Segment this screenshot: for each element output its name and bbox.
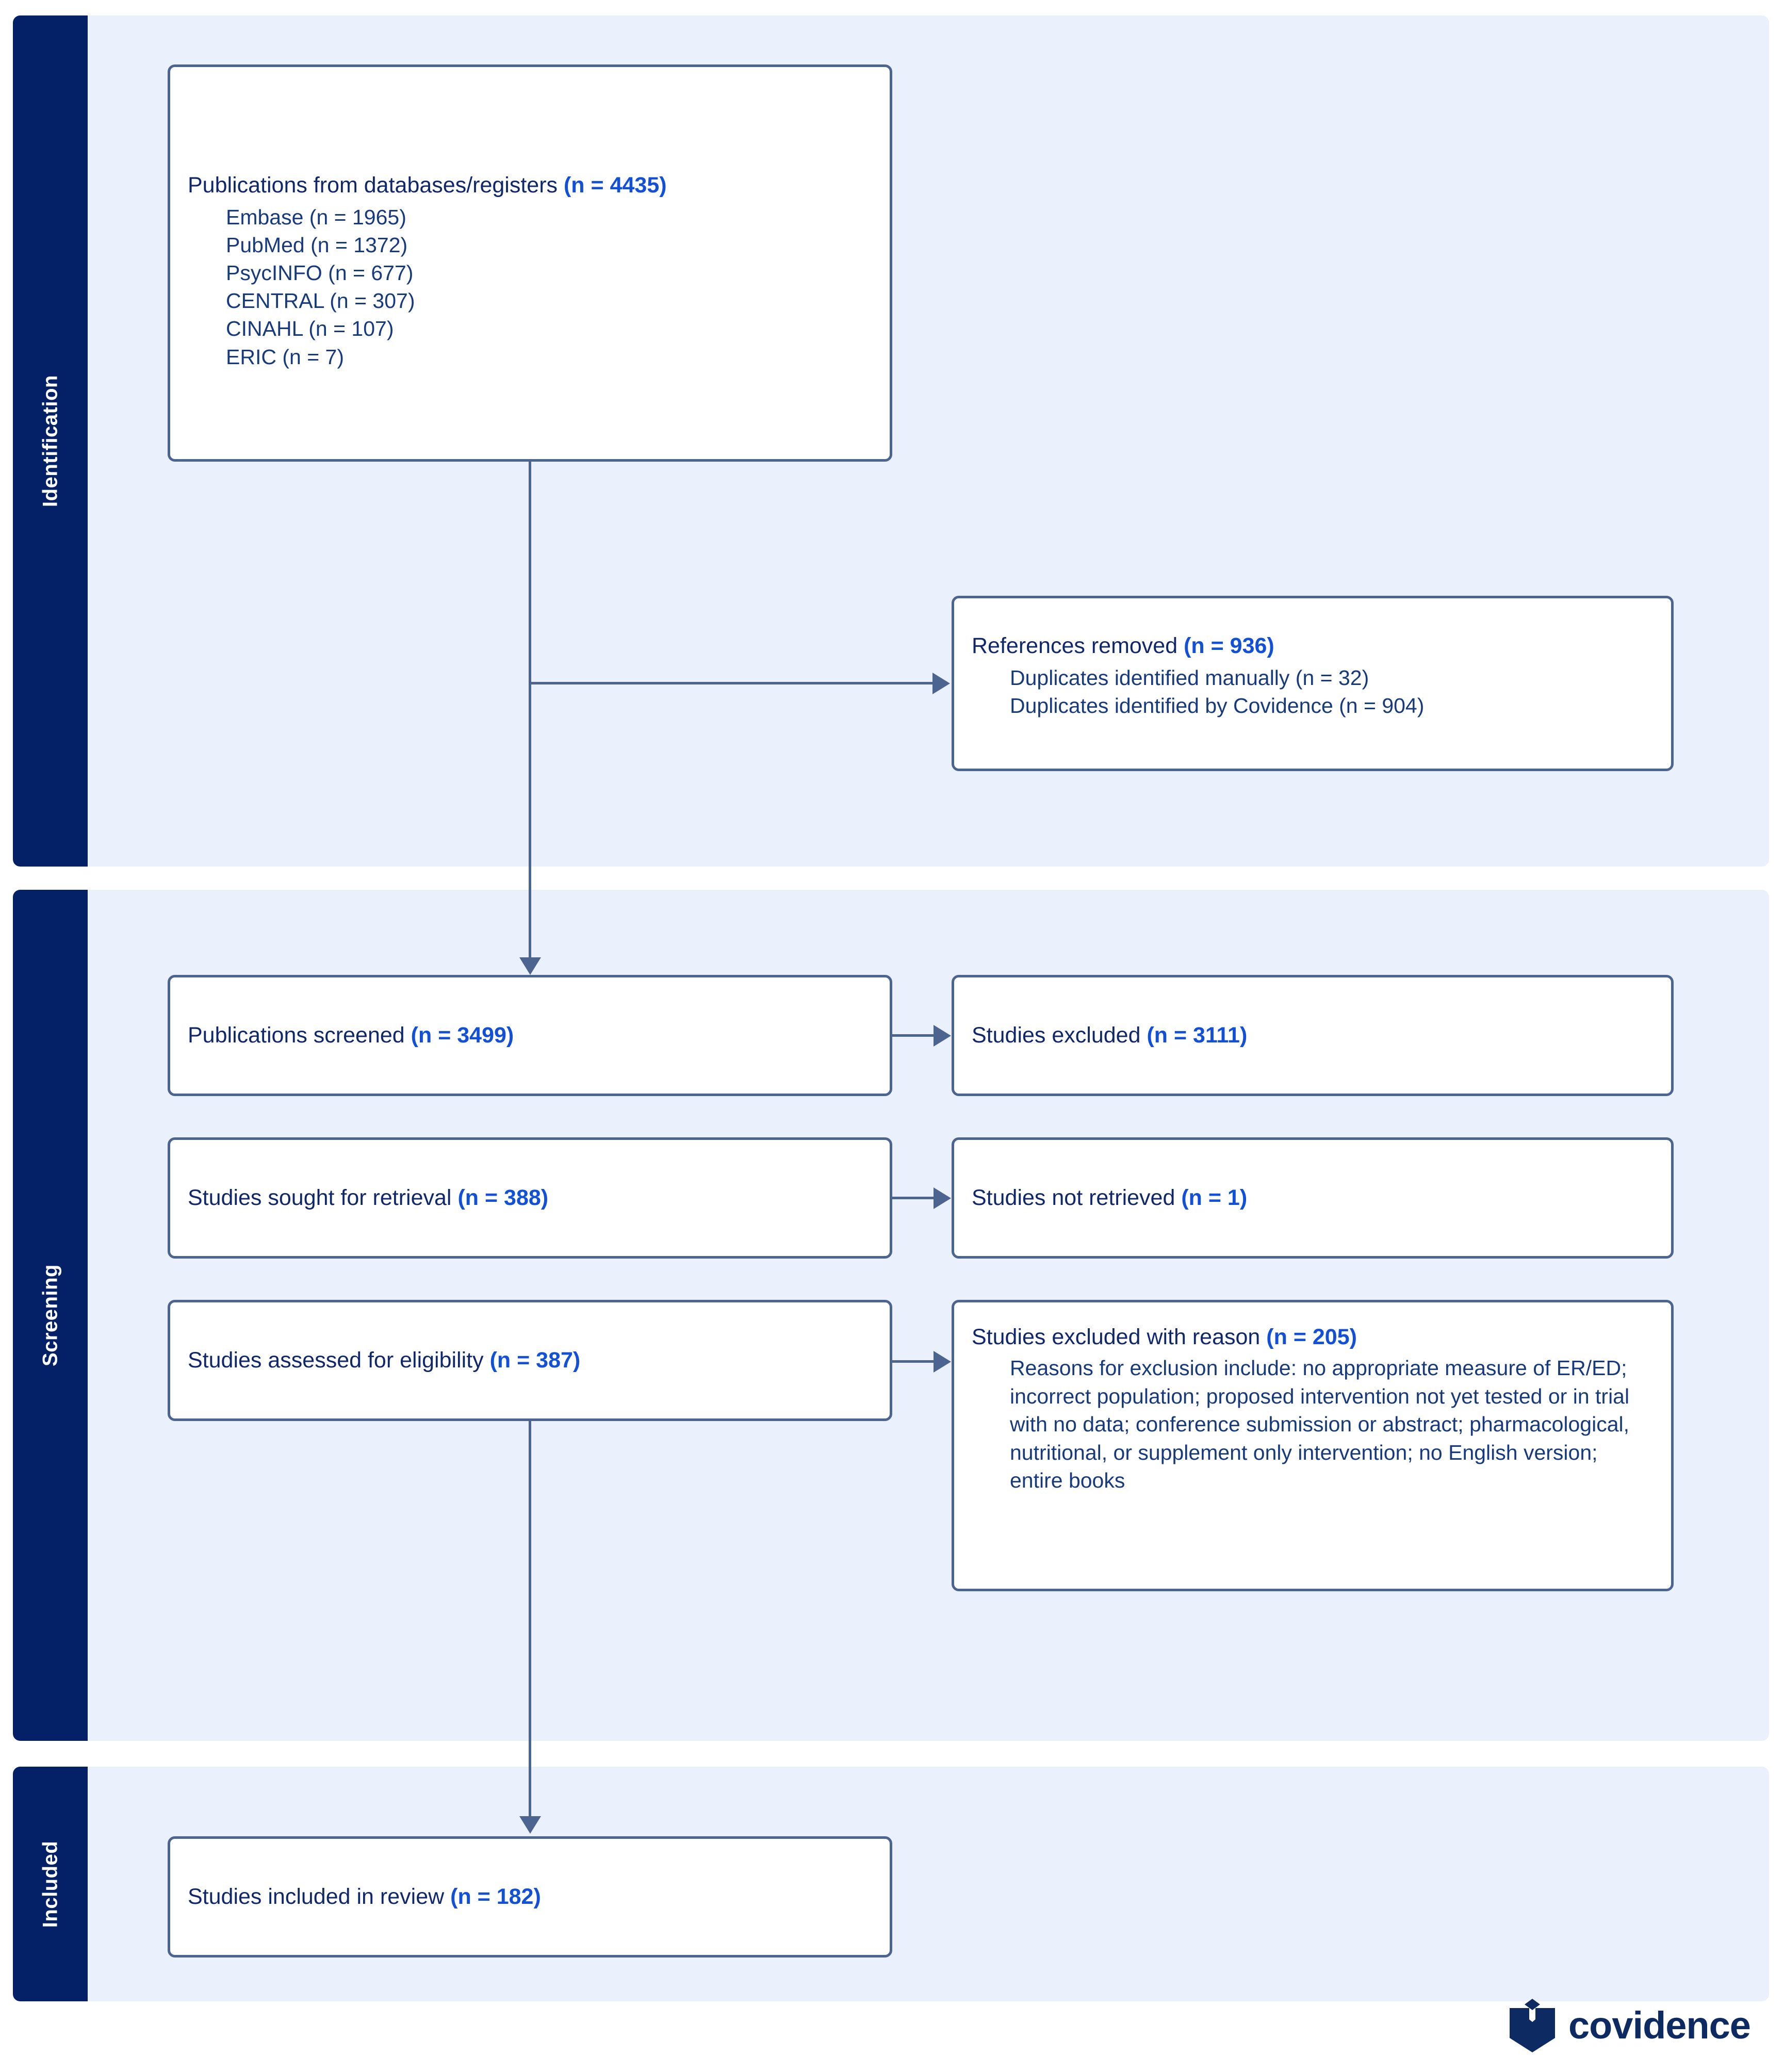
box-title-studies-sought: Studies sought for retrieval (n = 388)	[188, 1183, 872, 1213]
connector-to-references-removed	[529, 682, 934, 684]
box-records-identified[interactable]: Publications from databases/registers (n…	[168, 64, 892, 462]
box-studies-excluded[interactable]: Studies excluded (n = 3111)	[952, 975, 1674, 1096]
connector-identification-trunk	[529, 462, 531, 959]
references-removed-details: Duplicates identified manually (n = 32) …	[972, 664, 1654, 720]
box-studies-assessed[interactable]: Studies assessed for eligibility (n = 38…	[168, 1300, 892, 1421]
arrow-to-publications-screened	[519, 957, 541, 975]
source-item: ERIC (n = 7)	[226, 345, 344, 369]
studies-not-retrieved-count: (n = 1)	[1181, 1185, 1248, 1211]
studies-excluded-reason-text: Reasons for exclusion include: no approp…	[1010, 1356, 1630, 1493]
detail-item: Duplicates identified by Covidence (n = …	[1010, 694, 1425, 718]
studies-assessed-label: Studies assessed for eligibility	[188, 1348, 484, 1373]
box-publications-screened[interactable]: Publications screened (n = 3499)	[168, 975, 892, 1096]
box-title-records-identified: Publications from databases/registers (n…	[188, 170, 872, 200]
studies-included-label: Studies included in review	[188, 1884, 445, 1910]
source-item: PsycINFO (n = 677)	[226, 261, 414, 285]
source-item: CENTRAL (n = 307)	[226, 289, 415, 313]
stage-label-screening: Screening	[39, 1264, 61, 1366]
studies-excluded-count: (n = 3111)	[1147, 1023, 1248, 1048]
stage-label-identification: Identification	[39, 375, 61, 507]
records-identified-sources: Embase (n = 1965) PubMed (n = 1372) Psyc…	[188, 203, 872, 371]
stage-bar-identification: Identification	[13, 15, 88, 867]
stage-label-included: Included	[39, 1840, 61, 1928]
studies-sought-count: (n = 388)	[457, 1185, 549, 1211]
box-title-studies-assessed: Studies assessed for eligibility (n = 38…	[188, 1345, 872, 1375]
box-references-removed[interactable]: References removed (n = 936) Duplicates …	[952, 596, 1674, 771]
box-title-studies-not-retrieved: Studies not retrieved (n = 1)	[972, 1183, 1654, 1213]
box-studies-excluded-reason[interactable]: Studies excluded with reason (n = 205) R…	[952, 1300, 1674, 1591]
covidence-shield-icon	[1510, 1999, 1555, 2052]
covidence-logo: covidence	[1509, 1999, 1751, 2052]
references-removed-count: (n = 936)	[1184, 633, 1274, 658]
detail-item: Duplicates identified manually (n = 32)	[1010, 666, 1369, 690]
arrow-to-studies-included	[519, 1816, 541, 1834]
studies-sought-label: Studies sought for retrieval	[188, 1185, 452, 1211]
source-item: CINAHL (n = 107)	[226, 317, 394, 341]
studies-excluded-reason-label: Studies excluded with reason	[972, 1325, 1261, 1349]
publications-screened-label: Publications screened	[188, 1023, 405, 1048]
covidence-wordmark: covidence	[1568, 2004, 1751, 2047]
box-title-studies-excluded-reason: Studies excluded with reason (n = 205)	[972, 1322, 1654, 1352]
studies-excluded-label: Studies excluded	[972, 1023, 1141, 1048]
records-identified-label: Publications from databases/registers	[188, 173, 558, 198]
connector-assessed-to-included	[529, 1421, 531, 1818]
studies-included-count: (n = 182)	[450, 1884, 541, 1910]
arrow-to-studies-not-retrieved	[934, 1187, 951, 1209]
stage-bar-included: Included	[13, 1767, 88, 2001]
box-title-studies-excluded: Studies excluded (n = 3111)	[972, 1020, 1654, 1050]
box-studies-included[interactable]: Studies included in review (n = 182)	[168, 1836, 892, 1957]
box-title-references-removed: References removed (n = 936)	[972, 631, 1654, 661]
records-identified-count: (n = 4435)	[563, 173, 667, 198]
publications-screened-count: (n = 3499)	[411, 1023, 514, 1048]
connector-sought-to-not-retrieved	[892, 1197, 935, 1199]
arrow-to-references-removed	[932, 673, 950, 694]
connector-screened-to-excluded	[892, 1034, 935, 1037]
arrow-to-studies-excluded	[934, 1025, 951, 1047]
connector-assessed-to-excluded-reason	[892, 1360, 935, 1363]
studies-not-retrieved-label: Studies not retrieved	[972, 1185, 1175, 1211]
studies-excluded-reason-count: (n = 205)	[1266, 1325, 1357, 1349]
references-removed-label: References removed	[972, 633, 1178, 658]
source-item: Embase (n = 1965)	[226, 205, 406, 230]
studies-assessed-count: (n = 387)	[489, 1348, 581, 1373]
box-studies-not-retrieved[interactable]: Studies not retrieved (n = 1)	[952, 1137, 1674, 1259]
source-item: PubMed (n = 1372)	[226, 233, 408, 257]
box-title-studies-included: Studies included in review (n = 182)	[188, 1882, 872, 1912]
box-title-publications-screened: Publications screened (n = 3499)	[188, 1020, 872, 1050]
stage-bar-screening: Screening	[13, 890, 88, 1741]
box-studies-sought[interactable]: Studies sought for retrieval (n = 388)	[168, 1137, 892, 1259]
arrow-to-studies-excluded-reason	[934, 1351, 951, 1373]
